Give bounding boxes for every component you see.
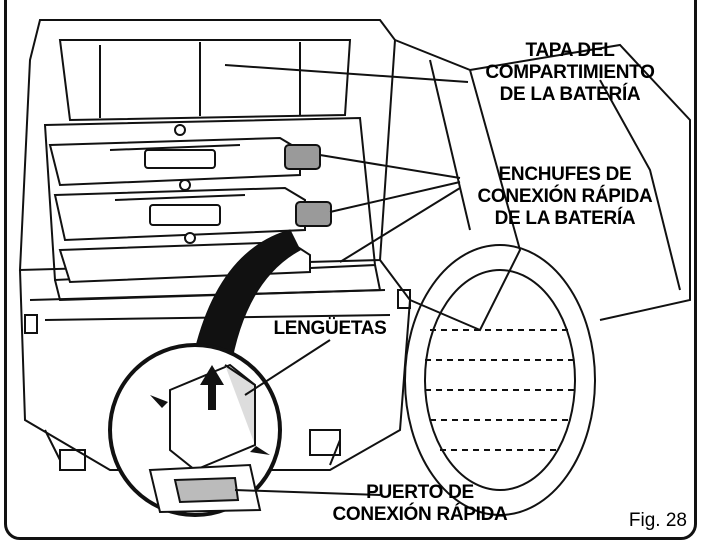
label-plugs-line3: DE LA BATERÍA	[494, 208, 636, 229]
label-battery-compartment-cover: TAPA DEL COMPARTIMIENTO DE LA BATERÍA	[460, 40, 680, 106]
battery-2	[53, 179, 306, 242]
battery-1	[48, 124, 301, 187]
leader-plug-2	[329, 181, 461, 213]
leader-plug-3	[339, 187, 461, 263]
pull-up-arrow-icon	[200, 365, 224, 410]
label-plugs-line2: CONEXIÓN RÁPIDA	[477, 186, 653, 207]
label-tabs-line1: LENGÜETAS	[273, 318, 387, 339]
leader-tabs	[244, 339, 331, 396]
label-tabs: LENGÜETAS	[255, 318, 405, 340]
label-cover-line2: COMPARTIMIENTO	[485, 62, 655, 83]
press-tab-arrow-icon	[150, 395, 270, 455]
label-port-line1: PUERTO DE	[366, 482, 474, 503]
leader-cover	[224, 64, 469, 83]
label-port-line2: CONEXIÓN RÁPIDA	[332, 504, 508, 525]
label-plugs-line1: ENCHUFES DE	[498, 164, 632, 185]
label-cover-line1: TAPA DEL	[525, 40, 615, 61]
figure-number: Fig. 28	[628, 510, 687, 531]
leader-plug-1	[319, 154, 461, 179]
figure-frame	[4, 0, 697, 540]
label-quick-connect-port: PUERTO DE CONEXIÓN RÁPIDA	[320, 482, 520, 526]
leader-port	[234, 489, 381, 496]
label-cover-line3: DE LA BATERÍA	[499, 84, 641, 105]
quick-connect-plugs	[284, 144, 332, 227]
leader-lines	[224, 64, 469, 496]
rear-wheel	[404, 43, 691, 516]
label-battery-quick-connect-plugs: ENCHUFES DE CONEXIÓN RÁPIDA DE LA BATERÍ…	[450, 164, 680, 230]
magnified-plug	[148, 363, 262, 514]
